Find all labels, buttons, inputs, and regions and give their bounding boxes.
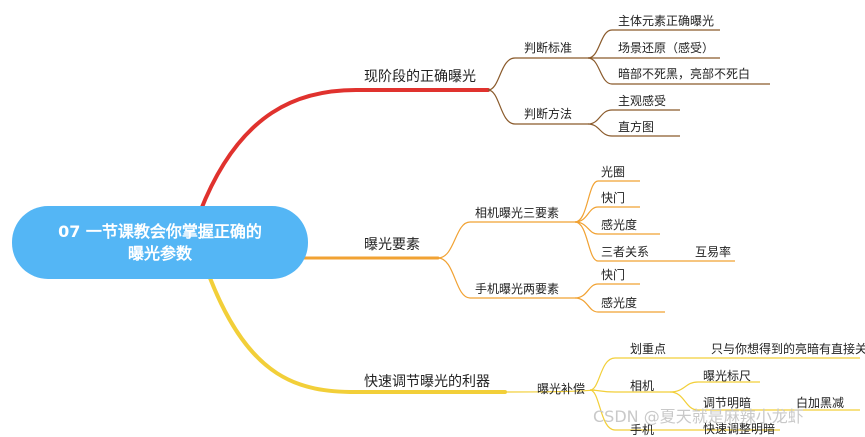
node-standard-item-3[interactable]: 暗部不死黑，亮部不死白 bbox=[618, 67, 751, 81]
watermark: CSDN @夏天就是麻辣小龙虾 bbox=[593, 407, 804, 426]
node-phone[interactable]: 手机 bbox=[630, 423, 655, 437]
node-adjust-brightness[interactable]: 调节明暗 bbox=[703, 396, 752, 410]
node-iso[interactable]: 感光度 bbox=[601, 218, 638, 232]
branch-1-sub-connectors bbox=[487, 29, 770, 137]
node-quick-exposure-tool[interactable]: 快速调节曝光的利器 bbox=[364, 374, 490, 390]
node-exposure-elements[interactable]: 曝光要素 bbox=[364, 237, 420, 253]
node-method-item-1[interactable]: 主观感受 bbox=[618, 94, 667, 108]
node-aperture[interactable]: 光圈 bbox=[601, 165, 626, 179]
root-title-line-2: 曝光参数 bbox=[127, 243, 192, 263]
node-phone-shutter[interactable]: 快门 bbox=[601, 268, 626, 282]
node-white-plus-black-minus[interactable]: 白加黑减 bbox=[796, 396, 845, 410]
node-exposure-compensation[interactable]: 曝光补偿 bbox=[537, 382, 586, 396]
node-three-relation[interactable]: 三者关系 bbox=[601, 245, 650, 259]
branch-3-sub-connectors bbox=[504, 357, 860, 431]
node-standard-item-2[interactable]: 场景还原（感受） bbox=[618, 41, 715, 55]
node-reciprocity[interactable]: 互易率 bbox=[695, 245, 732, 259]
node-exposure-scale[interactable]: 曝光标尺 bbox=[703, 369, 752, 383]
node-current-correct-exposure[interactable]: 现阶段的正确曝光 bbox=[364, 69, 476, 85]
node-phone-quick-adjust[interactable]: 快速调整明暗 bbox=[703, 422, 776, 436]
node-judging-standard[interactable]: 判断标准 bbox=[524, 41, 573, 55]
branch-3-connector bbox=[208, 276, 507, 394]
branch-2-sub-connectors bbox=[437, 180, 735, 313]
node-phone-two-elements[interactable]: 手机曝光两要素 bbox=[475, 282, 560, 296]
root-node[interactable]: 07 一节课教会你掌握正确的 曝光参数 bbox=[12, 206, 308, 279]
node-method-item-2[interactable]: 直方图 bbox=[618, 120, 655, 134]
root-title-line-1: 07 一节课教会你掌握正确的 bbox=[58, 221, 262, 241]
node-camera-three-elements[interactable]: 相机曝光三要素 bbox=[475, 206, 560, 220]
node-phone-iso[interactable]: 感光度 bbox=[601, 296, 638, 310]
node-judging-method[interactable]: 判断方法 bbox=[524, 107, 573, 121]
node-key-point-note[interactable]: 只与你想得到的亮暗有直接关系 bbox=[711, 342, 865, 356]
node-key-point[interactable]: 划重点 bbox=[630, 342, 667, 356]
node-shutter[interactable]: 快门 bbox=[601, 191, 626, 205]
branch-1-connector bbox=[198, 88, 490, 214]
node-standard-item-1[interactable]: 主体元素正确曝光 bbox=[618, 14, 715, 28]
node-camera[interactable]: 相机 bbox=[630, 379, 655, 393]
